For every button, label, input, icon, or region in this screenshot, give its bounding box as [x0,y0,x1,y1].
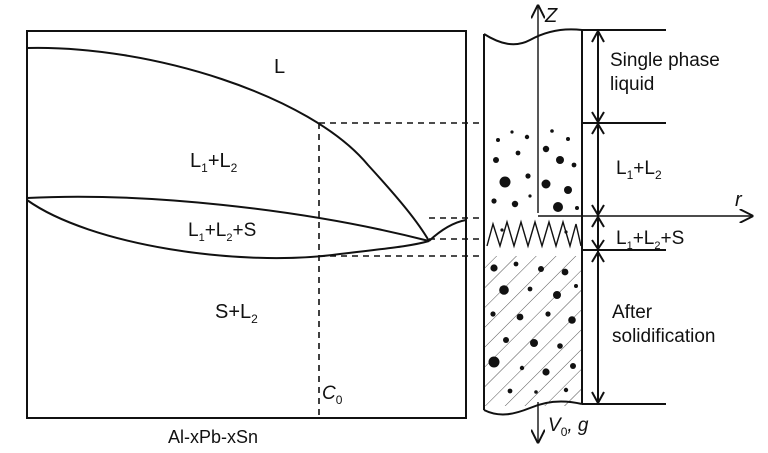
zone-markers: Single phase liquid L1+L2 L1+L2+S After … [582,28,725,406]
zone-three-phase-mid: +L [633,228,655,249]
column-bottom-edge [483,400,583,416]
droplets [488,129,579,394]
composition-label-sub: 0 [336,393,343,407]
region-three-phase-main: L [188,220,199,241]
liquidus-curve [26,46,430,242]
zone-solidified-line1: After [612,302,653,323]
phase-diagram-frame [26,30,467,419]
composition-label: C0 [322,383,343,407]
region-two-liquid-sub1: 1 [201,161,208,175]
region-two-liquid-label: L1+L2 [190,150,238,175]
region-three-phase-mid: +L [205,220,227,241]
zone-solidified-label: After solidification [612,302,716,347]
zone-single-phase-label: Single phase liquid [610,50,725,95]
region-solid-liquid-main: S+L [215,301,251,323]
monotectic-lower-curve [26,199,430,260]
column-top-edge [483,28,583,46]
zone-two-liquid-label: L1+L2 [616,158,662,182]
right-boundary-curve [428,219,467,242]
zone-three-phase-label: L1+L2+S [616,228,684,252]
region-solid-liquid-label: S+L2 [215,301,258,326]
region-three-phase-sub2: 2 [226,232,232,244]
region-three-phase-sub1: 1 [199,232,205,244]
zone-single-phase-line1: Single phase [610,50,720,71]
alloy-label: Al-xPb-xSn [168,427,258,447]
zone-two-liquid-sub1: 1 [627,168,634,182]
region-two-liquid-sub2: 2 [231,161,238,175]
region-three-phase-label: L1+L2+S [188,220,256,244]
r-axis-label: r [735,189,743,211]
zone-two-liquid-mid: +L [633,158,655,179]
zone-three-phase-tail: +S [661,228,685,249]
velocity-label: V0, g [548,415,589,439]
zone-three-phase-sub1: 1 [627,240,633,252]
monotectic-upper-curve [26,195,430,242]
sample-column: Z r V0, g [483,5,752,442]
zone-three-phase-sub2: 2 [654,240,660,252]
z-axis-label: Z [544,5,558,27]
zone-two-liquid-main: L [616,158,627,179]
region-two-liquid-main: L [190,150,201,172]
solidified-zone [484,256,582,406]
velocity-label-tail: , g [567,415,589,436]
region-three-phase-tail: +S [233,220,257,241]
velocity-label-sub: 0 [561,425,568,439]
zone-two-liquid-sub2: 2 [655,168,662,182]
phase-diagram: L L1+L2 L1+L2+S S+L2 C0 Al-xPb-xSn [26,30,467,447]
composition-label-main: C [322,383,336,404]
zone-single-phase-line2: liquid [610,74,654,95]
dendrite-interface [486,219,582,249]
velocity-label-main: V [548,415,563,436]
tie-lines [319,122,484,257]
region-liquid-label: L [274,56,285,78]
region-two-liquid-mid: +L [208,150,231,172]
zone-three-phase-main: L [616,228,627,249]
region-solid-liquid-sub: 2 [251,312,258,326]
zone-solidified-line2: solidification [612,326,716,347]
